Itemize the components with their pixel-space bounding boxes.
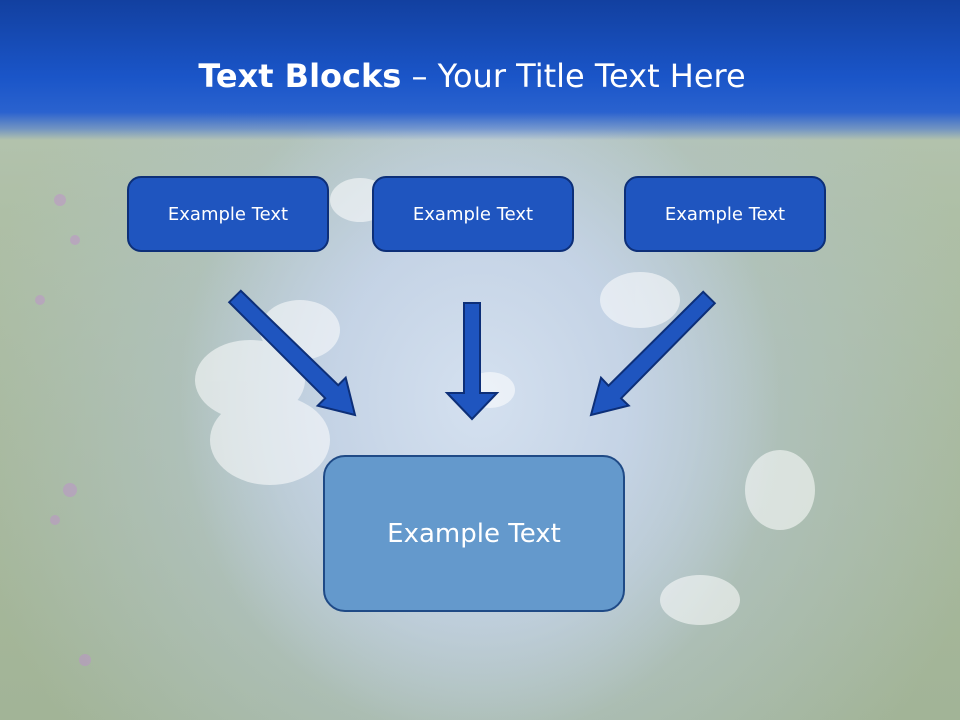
arrow-right-down-left [589,290,717,417]
title-rest: Your Title Text Here [437,57,746,95]
arrow-center-down [444,302,500,421]
text-block-1-label: Example Text [167,203,289,225]
arrow-left-down-right [227,289,357,417]
text-block-2[interactable]: Example Text [372,176,574,252]
title-bold: Text Blocks [198,57,402,95]
text-block-1[interactable]: Example Text [127,176,329,252]
text-block-2-label: Example Text [412,203,534,225]
title-bar [0,0,960,140]
main-text-block[interactable]: Example Text [323,455,625,612]
text-block-3[interactable]: Example Text [624,176,826,252]
title-dash: – [401,57,438,95]
main-text-block-label: Example Text [387,518,561,549]
slide-title: Text Blocks – Your Title Text Here [0,52,944,100]
text-block-3-label: Example Text [664,203,786,225]
